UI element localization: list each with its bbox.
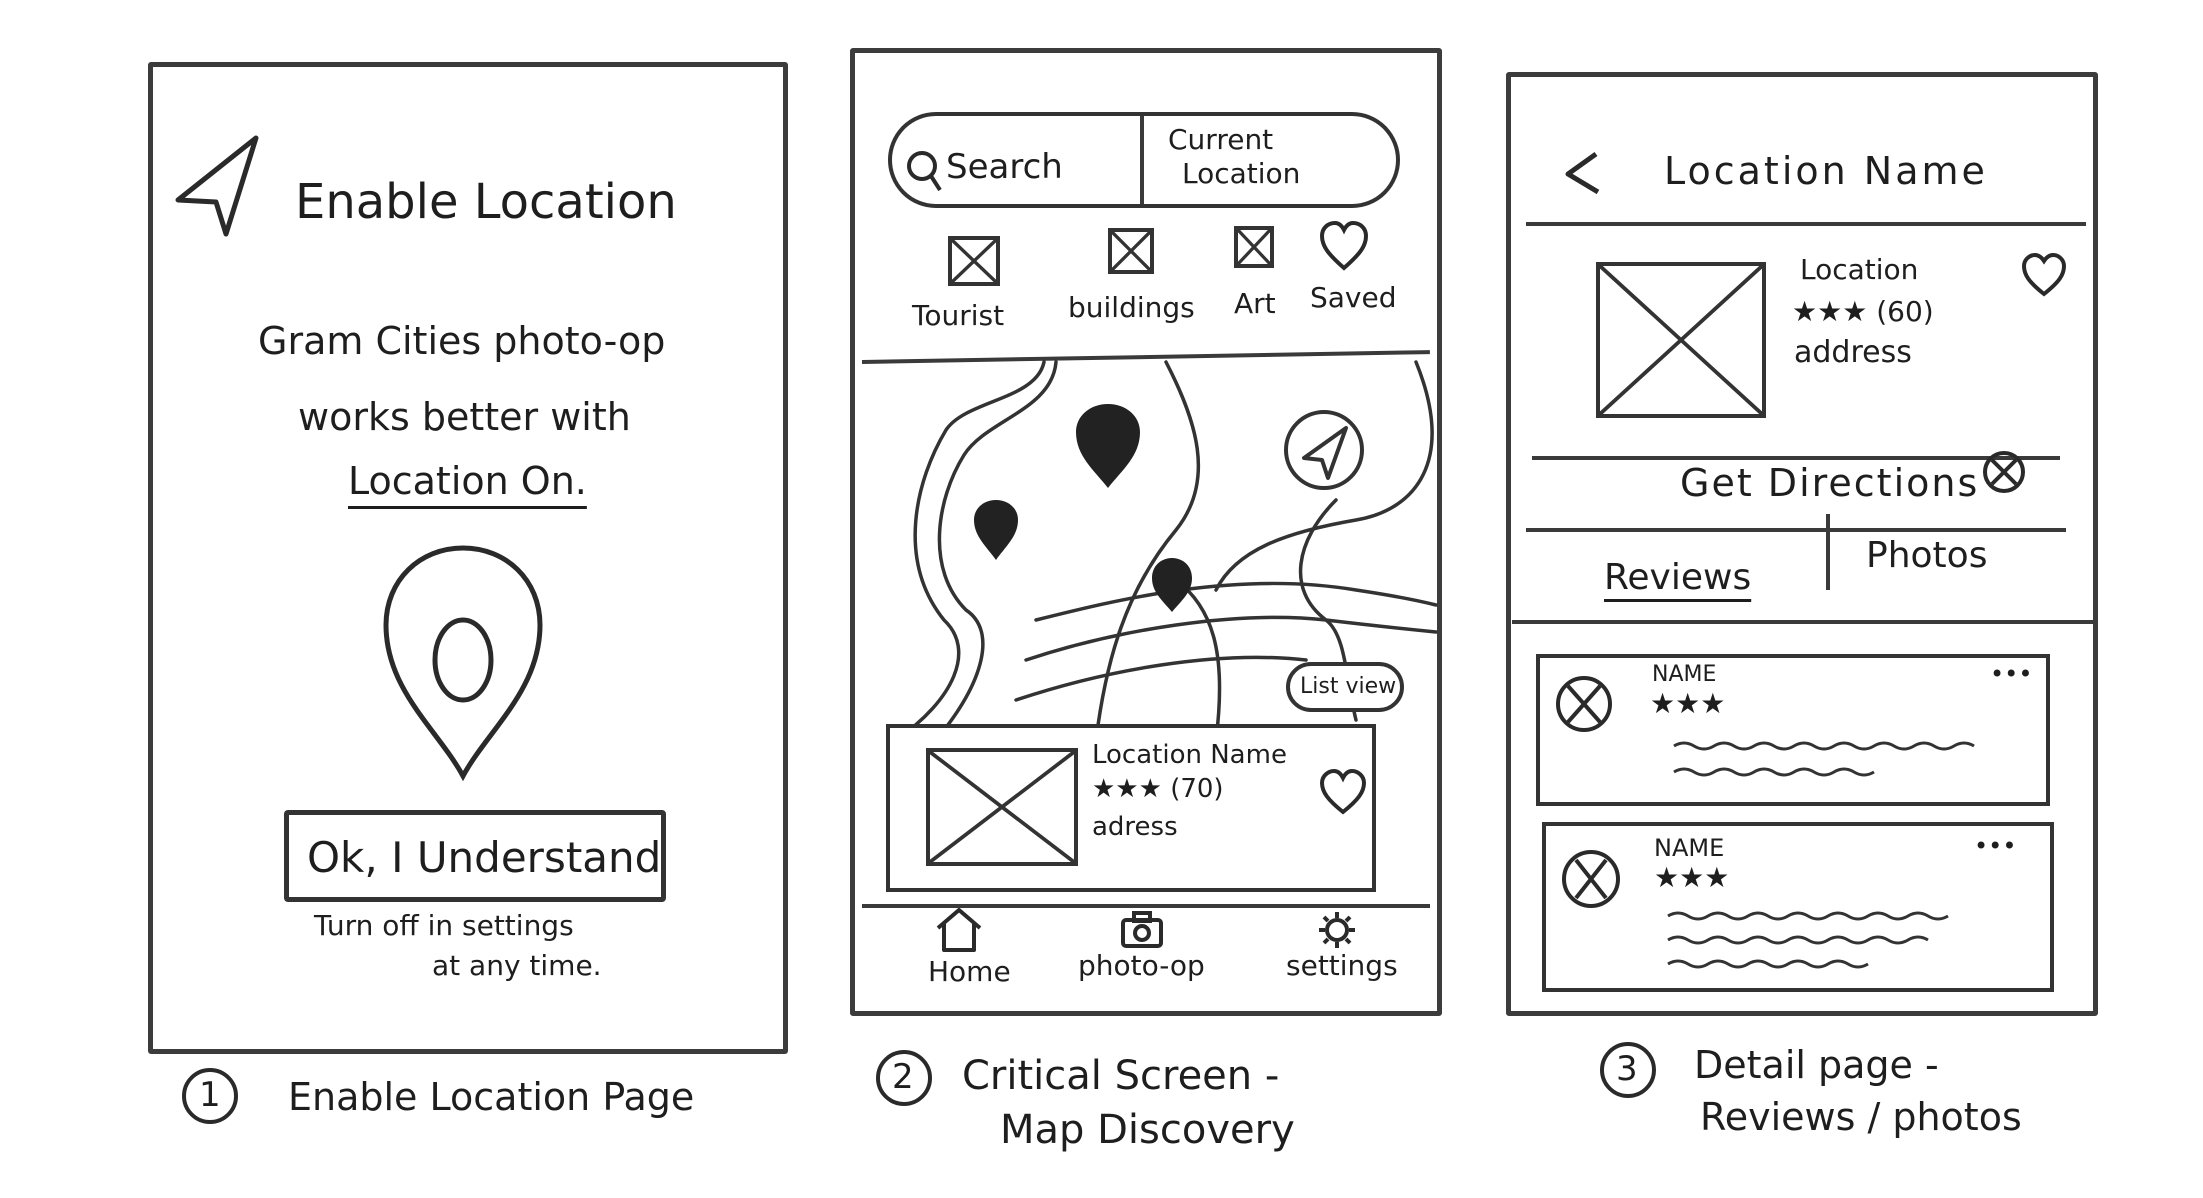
bottom-nav-divider <box>862 904 1430 908</box>
nav-label-settings[interactable]: settings <box>1286 949 1398 982</box>
caption-number-circle <box>1600 1042 1656 1098</box>
search-label[interactable]: Search <box>946 147 1063 187</box>
category-label-tourist[interactable]: Tourist <box>912 299 1005 332</box>
caption-number-circle <box>876 1050 932 1106</box>
detail-location-label: Location <box>1800 253 1919 286</box>
permission-message-line1: Gram Cities photo-op <box>258 319 666 363</box>
page-title: Enable Location <box>295 174 677 230</box>
review-card: NAME ★★★ ••• <box>1536 654 2050 806</box>
settings-note-line2: at any time. <box>432 949 602 982</box>
my-location-button[interactable] <box>1286 412 1366 492</box>
map-area[interactable] <box>856 360 1438 742</box>
category-label-art[interactable]: Art <box>1234 287 1276 320</box>
review-stars: ★★★ <box>1654 861 1730 894</box>
caption-number: 2 <box>892 1057 914 1097</box>
detail-title: Location Name <box>1664 149 1988 193</box>
list-view-button[interactable]: List view <box>1286 662 1404 712</box>
search-divider <box>1140 116 1144 204</box>
review-text-scribble <box>1667 911 1949 969</box>
caption-number: 3 <box>1616 1049 1638 1089</box>
current-location-line2[interactable]: Location <box>1182 157 1301 190</box>
get-directions-button[interactable]: Get Directions <box>1680 461 1980 505</box>
current-location-line1[interactable]: Current <box>1168 123 1274 156</box>
more-options-icon[interactable]: ••• <box>1990 660 2033 688</box>
category-label-saved[interactable]: Saved <box>1310 281 1397 314</box>
art-category-icon[interactable] <box>1234 226 1274 268</box>
caption-number: 1 <box>199 1075 221 1115</box>
saved-heart-icon[interactable] <box>1318 220 1370 272</box>
detail-rating: ★★★ (60) <box>1792 295 1934 328</box>
caption-number-circle <box>182 1068 238 1124</box>
nav-label-photo-op[interactable]: photo-op <box>1078 949 1205 982</box>
gear-icon[interactable] <box>1314 908 1360 952</box>
screen-enable-location <box>148 62 788 1054</box>
nav-label-home[interactable]: Home <box>928 955 1011 988</box>
review-card: NAME ★★★ ••• <box>1542 822 2054 992</box>
category-label-buildings[interactable]: buildings <box>1068 291 1195 324</box>
reviewer-name: NAME <box>1654 834 1725 862</box>
screen-caption-line1: Detail page - <box>1694 1043 1939 1087</box>
card-rating: ★★★ (70) <box>1092 774 1224 804</box>
screen-detail-page <box>1506 72 2098 1016</box>
camera-icon[interactable] <box>1120 910 1164 950</box>
location-arrow-icon <box>175 135 259 237</box>
avatar-icon <box>1562 850 1620 908</box>
ok-understand-button[interactable]: Ok, I Understand <box>284 810 666 902</box>
tab-photos[interactable]: Photos <box>1866 535 1988 576</box>
tabs-divider <box>1826 514 1830 590</box>
detail-address: address <box>1794 335 1912 370</box>
heart-icon[interactable] <box>1318 768 1368 816</box>
screen-caption-line2: Map Discovery <box>1000 1107 1295 1153</box>
detail-image-placeholder <box>1596 262 1766 418</box>
info-divider <box>1532 456 2060 460</box>
settings-note-line1: Turn off in settings <box>314 909 574 942</box>
location-preview-card[interactable]: Location Name ★★★ (70) adress <box>886 724 1376 892</box>
location-image-placeholder <box>926 748 1078 866</box>
screen-caption-line1: Critical Screen - <box>962 1053 1280 1099</box>
tabs-top-divider <box>1526 528 2066 532</box>
search-bar[interactable] <box>888 112 1400 208</box>
search-icon <box>907 151 942 192</box>
list-view-label: List view <box>1300 674 1397 699</box>
permission-message-line3: Location On. <box>348 459 587 503</box>
buildings-category-icon[interactable] <box>1108 228 1154 274</box>
ok-button-label: Ok, I Understand <box>307 833 662 882</box>
map-pin-icon <box>383 545 543 782</box>
home-icon[interactable] <box>932 906 986 954</box>
directions-icon[interactable] <box>1980 448 2028 496</box>
screen-map-discovery <box>850 48 1442 1016</box>
avatar-icon <box>1556 676 1612 732</box>
tab-reviews[interactable]: Reviews <box>1604 557 1752 598</box>
screen-caption: Enable Location Page <box>288 1075 695 1119</box>
reviewer-name: NAME <box>1652 662 1717 687</box>
review-stars: ★★★ <box>1650 687 1726 720</box>
heart-icon[interactable] <box>2020 252 2068 298</box>
header-divider <box>1526 222 2086 226</box>
card-address: adress <box>1092 812 1178 842</box>
card-location-name: Location Name <box>1092 740 1287 770</box>
back-chevron-icon[interactable] <box>1562 148 1602 198</box>
screen-caption-line2: Reviews / photos <box>1700 1095 2022 1139</box>
permission-message-line2: works better with <box>298 395 631 439</box>
tabs-bottom-divider <box>1512 620 2096 624</box>
tourist-category-icon[interactable] <box>948 236 1000 286</box>
more-options-icon[interactable]: ••• <box>1974 832 2017 860</box>
review-text-scribble <box>1673 741 1975 777</box>
